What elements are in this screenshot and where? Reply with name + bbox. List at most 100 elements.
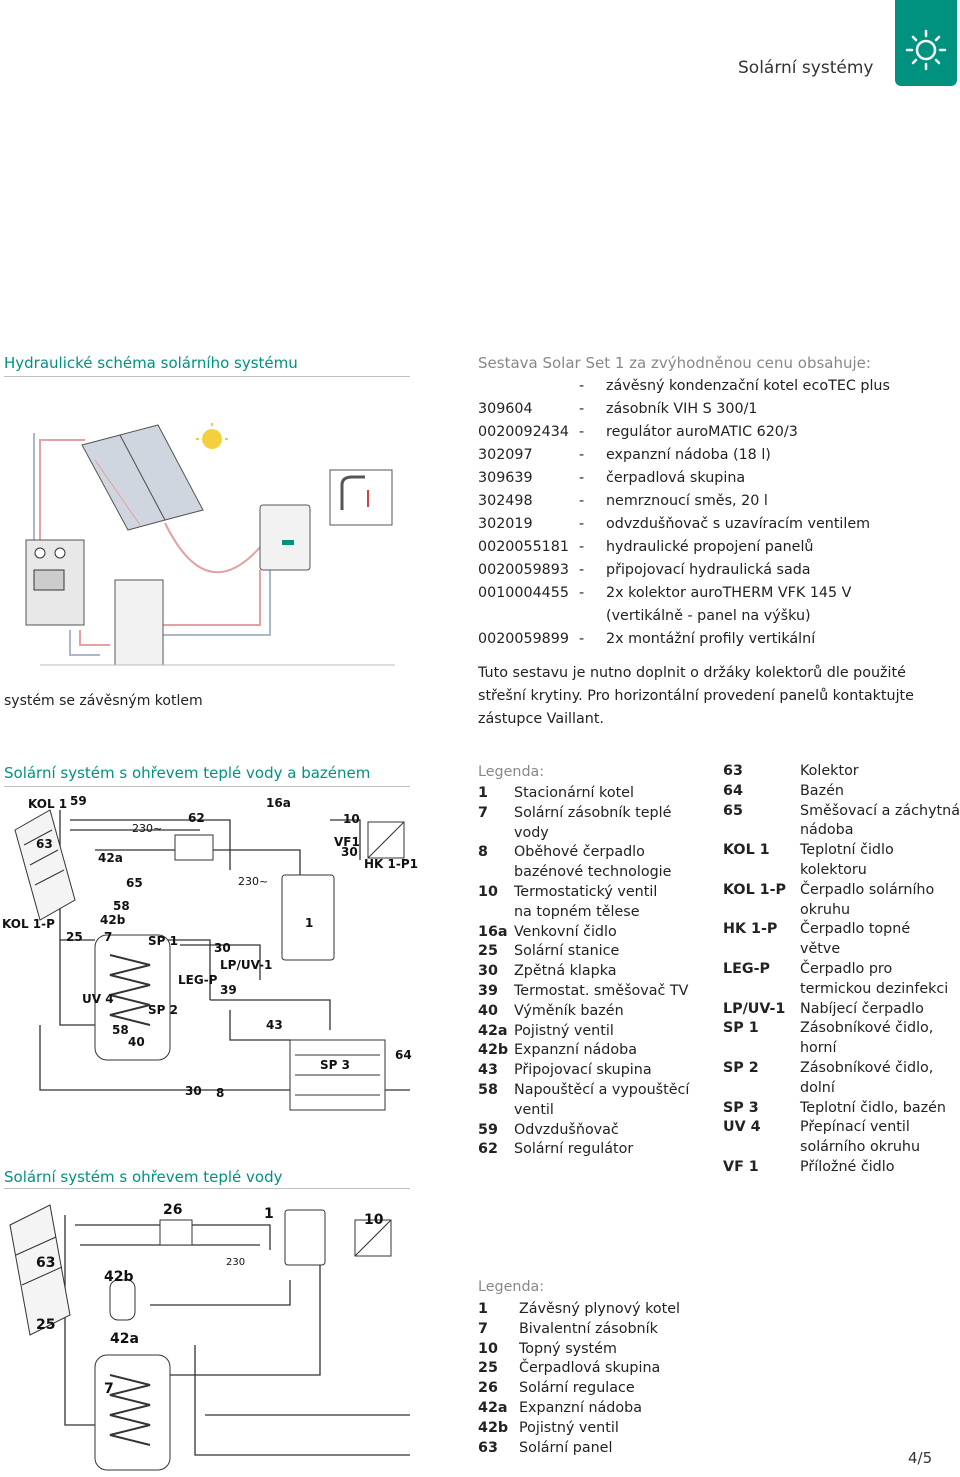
svg-text:16a: 16a (266, 796, 291, 810)
svg-text:42b: 42b (100, 913, 126, 927)
svg-text:230~: 230~ (238, 875, 268, 888)
legend-text: Expanzní nádoba (519, 1400, 642, 1416)
solar-controller (159, 1219, 193, 1246)
legend-text: Solární regulátor (514, 1141, 634, 1158)
svg-text:63: 63 (36, 837, 53, 851)
svg-text:62: 62 (188, 811, 205, 825)
legend-number: 39 (478, 983, 498, 999)
svg-text:7: 7 (104, 930, 112, 944)
legend-number: 25 (478, 943, 498, 960)
legend-number: 1 (478, 785, 488, 801)
legend-number: KOL 1-P (723, 881, 787, 898)
legend-number: SP 3 (723, 1099, 759, 1116)
legend-text: Pojistný ventil (519, 1419, 619, 1436)
svg-text:7: 7 (104, 1381, 114, 1397)
legend-text: Solární panel (519, 1439, 613, 1456)
svg-text:43: 43 (266, 1018, 283, 1032)
legend-text: Teplotní čidlo, bazén (800, 1099, 946, 1116)
svg-text:30: 30 (341, 845, 358, 859)
svg-text:230~: 230~ (132, 822, 162, 835)
legend-number: SP 1 (723, 1020, 759, 1037)
svg-text:10: 10 (364, 1212, 384, 1228)
section1-title: Hydraulické schéma solárního systému (4, 354, 410, 377)
legend-number: 59 (478, 1121, 498, 1138)
legend-text: Termostat. směšovač TV (514, 983, 689, 999)
legend-number: HK 1-P (723, 921, 778, 938)
wall-boiler (259, 504, 311, 571)
sun-symbol (202, 429, 222, 449)
legend-text: Pojistný ventil (514, 1022, 614, 1039)
svg-text:SP 1: SP 1 (148, 934, 178, 948)
solar-controller (174, 834, 214, 861)
hydraulic-scheme-1 (25, 423, 395, 666)
svg-text:KOL 1-P: KOL 1-P (2, 917, 55, 931)
legend-number: 8 (478, 844, 488, 861)
legend-item: SP 1 Zásobníkové čidlo,horní (723, 1019, 960, 1059)
legend-text: Nabíjecí čerpadlo (800, 1000, 924, 1017)
legend-number: 63 (723, 763, 743, 779)
svg-text:42a: 42a (98, 851, 123, 865)
legend-number: 7 (478, 1320, 488, 1337)
legend-text: Topný systém (519, 1340, 617, 1357)
sun-icon-tab (895, 0, 957, 86)
svg-text:39: 39 (220, 983, 237, 997)
label: KOL 1 (28, 797, 67, 811)
svg-text:1: 1 (305, 916, 313, 930)
legend-number: 26 (478, 1380, 498, 1397)
hydraulic-scheme-2: KOL 1 59 63 62 16a 10 VF1 30 HK 1-P1 42a… (2, 794, 418, 1111)
legend-number: 30 (478, 963, 498, 980)
svg-text:65: 65 (126, 876, 143, 890)
legend-number: 10 (478, 884, 498, 900)
legend-item: 62 Solární regulátor (478, 1140, 744, 1160)
svg-text:LEG-P: LEG-P (178, 973, 218, 987)
svg-text:30: 30 (214, 941, 231, 955)
legend-number: 58 (478, 1082, 498, 1098)
wall-boiler (284, 1209, 326, 1266)
page-number: 4/5 (908, 1449, 933, 1467)
svg-text:30: 30 (185, 1084, 202, 1098)
legend-number: 42b (478, 1419, 509, 1436)
bivalent-tank (94, 1354, 171, 1471)
section3-title: Solární systém s ohřevem teplé vody (4, 1168, 283, 1186)
legend-item: SP 3 Teplotní čidlo, bazén (723, 1099, 960, 1119)
page-header-title: Solární systémy (738, 58, 874, 78)
solar-collector-panels (81, 424, 204, 531)
legend-text: Venkovní čidlo (514, 923, 617, 940)
solar-set-title: Sestava Solar Set 1 za zvýhodněnou cenu … (478, 354, 871, 372)
svg-text:8: 8 (216, 1086, 224, 1100)
svg-text:UV 4: UV 4 (82, 992, 114, 1006)
legend-text: Zásobníkové čidlo,horní (800, 1020, 934, 1057)
legend-number: 25 (478, 1360, 498, 1377)
sun-icon (905, 29, 947, 71)
svg-text:59: 59 (70, 794, 87, 808)
legend-number: 62 (478, 1141, 498, 1158)
legend-text: Příložné čidlo (800, 1159, 895, 1175)
storage-tank (114, 579, 164, 666)
svg-text:58: 58 (113, 899, 130, 913)
legend-number: 43 (478, 1062, 498, 1079)
svg-text:63: 63 (36, 1255, 55, 1271)
legend-text: Solární stanice (514, 943, 620, 960)
